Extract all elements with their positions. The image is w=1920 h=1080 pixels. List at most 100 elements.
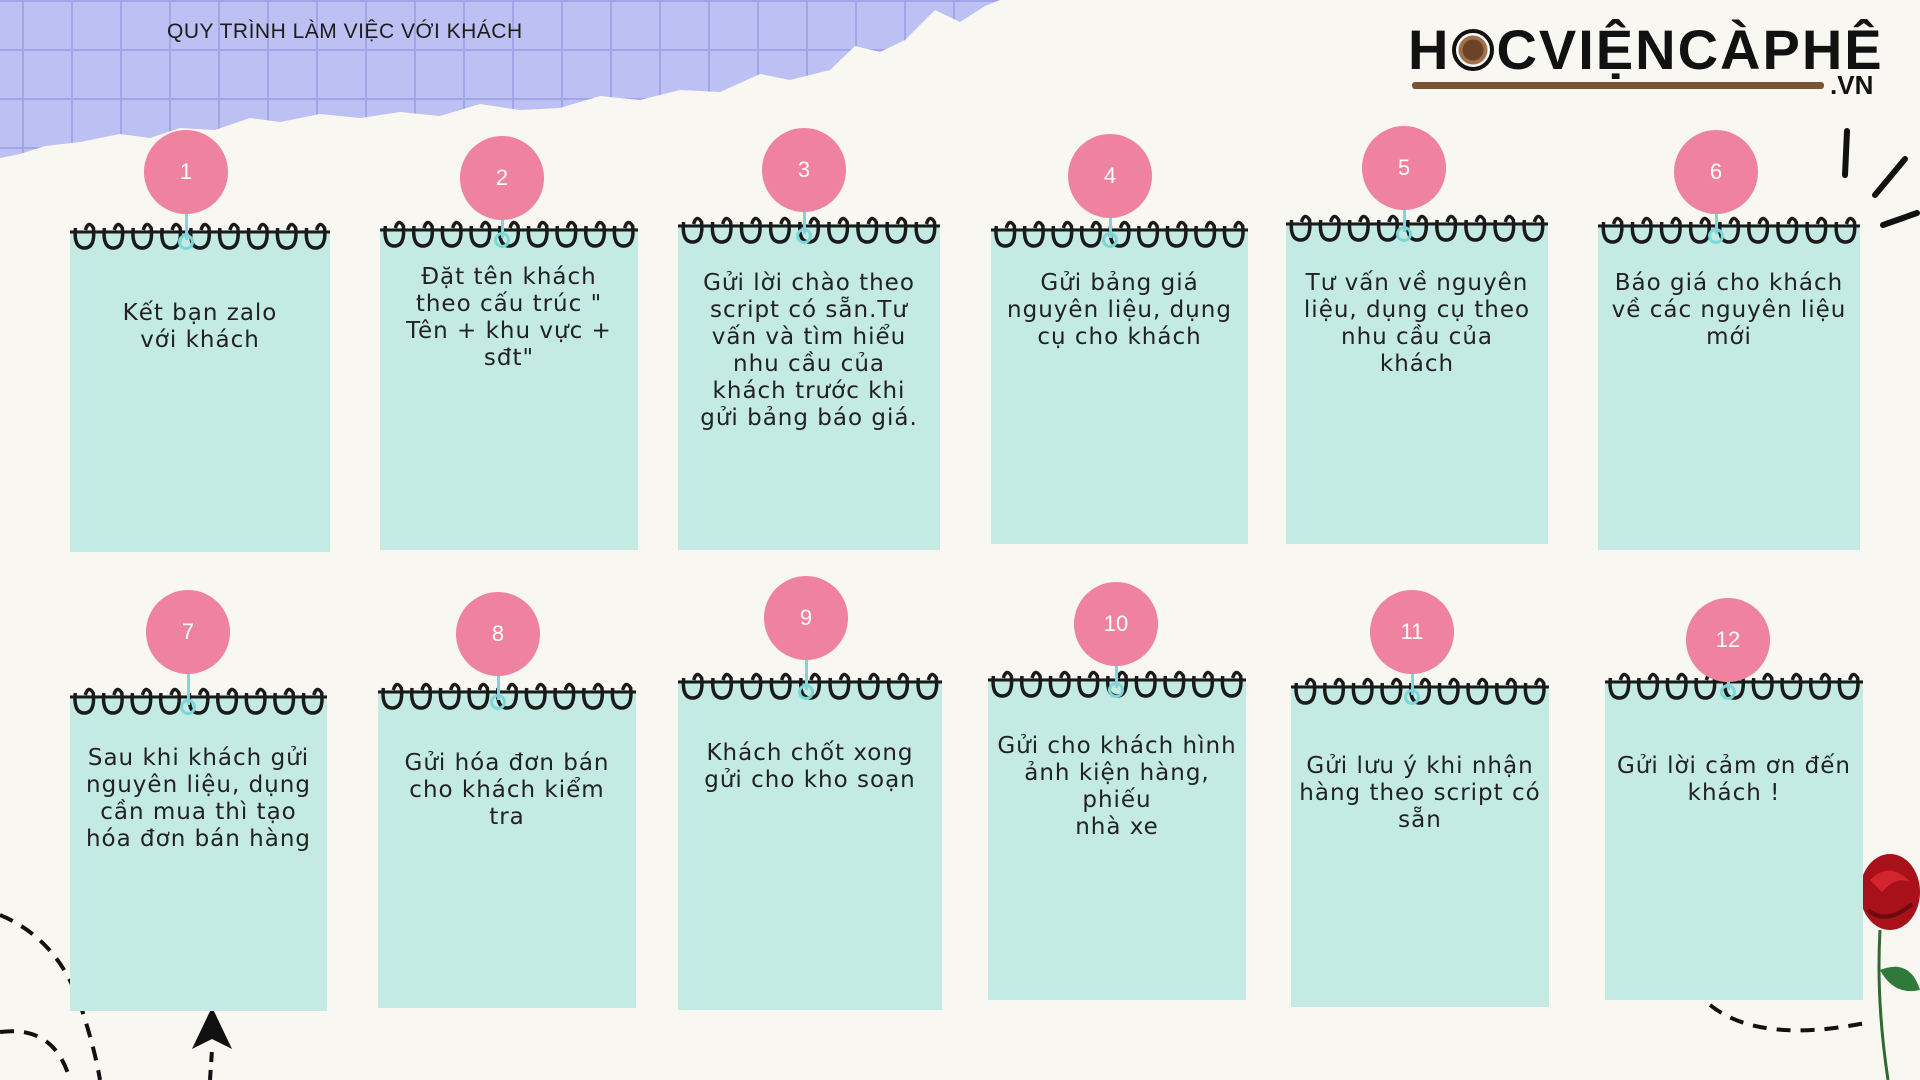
step-text: Đặt tên khách theo cấu trúc " Tên + khu … [406, 264, 612, 371]
note-card: Khách chốt xong gửi cho kho soạn [678, 672, 942, 1010]
note-card: Gửi hóa đơn bán cho khách kiểm tra [378, 682, 636, 1008]
spiral-ring [383, 220, 406, 248]
rose-icon [1860, 854, 1920, 1080]
spiral-ring [681, 672, 704, 700]
spiral-ring [1494, 677, 1518, 705]
spiral-ring [217, 222, 240, 250]
note-card: Báo giá cho khách về các nguyên liệu mới [1598, 216, 1860, 550]
spiral-ring [524, 682, 547, 710]
spiral-ring [1780, 672, 1803, 700]
step-text: Gửi lời cảm ơn đến khách ! [1616, 753, 1851, 806]
pin-knot [1708, 228, 1724, 244]
note-card: Sau khi khách gửi nguyên liệu, dụng cần … [70, 687, 327, 1011]
pin-string [1715, 210, 1718, 234]
note-card: Gửi cho khách hình ảnh kiện hàng, phiếu … [988, 670, 1246, 1000]
pin-knot [178, 234, 194, 250]
step-number-badge: 1 [144, 130, 228, 214]
step-text: Gửi lời chào theo script có sẵn.Tư vấn v… [700, 270, 918, 431]
pin-string [187, 670, 190, 705]
spiral-ring [1380, 677, 1403, 705]
spiral-ring [1523, 677, 1546, 705]
spiral-ring [1805, 216, 1828, 244]
spiral-ring [158, 687, 181, 715]
spiral-ring [526, 220, 549, 248]
spiral-ring [1077, 670, 1100, 698]
spiral-ring [1137, 220, 1160, 248]
spiral-ring [1165, 220, 1188, 248]
dashed-curve-bottom-right [1708, 1003, 1871, 1033]
spiral-ring [1636, 672, 1660, 700]
spiral-ring [1289, 214, 1312, 242]
spiral-ring [1163, 670, 1186, 698]
page-title: QUY TRÌNH LÀM VIỆC VỚI KHÁCH [167, 20, 523, 43]
coffee-cup-icon [1452, 29, 1495, 72]
spiral-ring [273, 687, 296, 715]
spiral-ring [1608, 672, 1631, 700]
pin-string [185, 210, 188, 240]
spiral-ring [710, 216, 733, 244]
spiral-ring [1347, 214, 1370, 242]
spiral-ring [1194, 220, 1217, 248]
spiral-ring [467, 682, 490, 710]
pin-string [1411, 670, 1414, 695]
logo-suffix: .VN [1830, 70, 1874, 100]
step-text: Tư vấn về nguyên liệu, dụng cụ theo nhu … [1303, 270, 1531, 377]
spiral-ring [1435, 214, 1458, 242]
spiral-ring [914, 216, 937, 244]
spiral-ring [130, 687, 153, 715]
spiral-ring [1464, 214, 1487, 242]
spiral-ring [1747, 216, 1770, 244]
spiral-ring [1751, 672, 1774, 700]
note-card: Tư vấn về nguyên liệu, dụng cụ theo nhu … [1286, 214, 1548, 544]
step-number-badge: 7 [146, 590, 230, 674]
spiral-binding [380, 220, 638, 248]
spiral-ring [1665, 672, 1688, 700]
pin-knot [1396, 226, 1412, 242]
spiral-ring [1051, 220, 1074, 248]
note-card: Kết bạn zalo với khách [70, 222, 330, 552]
spiral-binding [678, 672, 942, 700]
spiral-ring [1220, 670, 1243, 698]
spiral-binding [1605, 672, 1863, 700]
pin-knot [490, 694, 506, 710]
spiral-ring [1601, 216, 1624, 244]
step-number-badge: 3 [762, 128, 846, 212]
spiral-ring [991, 670, 1014, 698]
step-text: Gửi hóa đơn bán cho khách kiểm tra [404, 750, 610, 830]
spiral-ring [768, 216, 791, 244]
step-number-badge: 10 [1074, 582, 1158, 666]
step-text: Khách chốt xong gửi cho kho soạn [704, 740, 916, 793]
step-number-badge: 11 [1370, 590, 1454, 674]
pin-knot [1108, 682, 1124, 698]
spiral-ring [610, 682, 633, 710]
logo-text-left: H [1408, 18, 1451, 81]
pin-string [1109, 214, 1112, 238]
spiral-binding [678, 216, 940, 244]
spiral-ring [409, 682, 433, 710]
spiral-ring [1351, 677, 1374, 705]
spiral-binding [1291, 677, 1549, 705]
note-card: Gửi lưu ý khi nhận hàng theo script có s… [1291, 677, 1549, 1007]
spiral-ring [1019, 670, 1043, 698]
spiral-ring [101, 687, 124, 715]
spiral-binding [378, 682, 636, 710]
spiral-ring [1437, 677, 1460, 705]
spiral-ring [827, 216, 850, 244]
spiral-ring [555, 220, 578, 248]
spiral-ring [1322, 677, 1346, 705]
step-number-badge: 5 [1362, 126, 1446, 210]
spiral-ring [244, 687, 267, 715]
spiral-ring [710, 672, 734, 700]
spiral-ring [102, 222, 125, 250]
spiral-ring [1837, 672, 1860, 700]
spiral-binding [70, 222, 330, 250]
spiral-ring [275, 222, 298, 250]
step-text: Gửi lưu ý khi nhận hàng theo script có s… [1299, 753, 1541, 833]
spiral-ring [440, 220, 463, 248]
spiral-ring [1630, 216, 1653, 244]
spiral-ring [131, 222, 154, 250]
spiral-ring [381, 682, 404, 710]
spiral-ring [1222, 220, 1245, 248]
spiral-ring [73, 687, 96, 715]
